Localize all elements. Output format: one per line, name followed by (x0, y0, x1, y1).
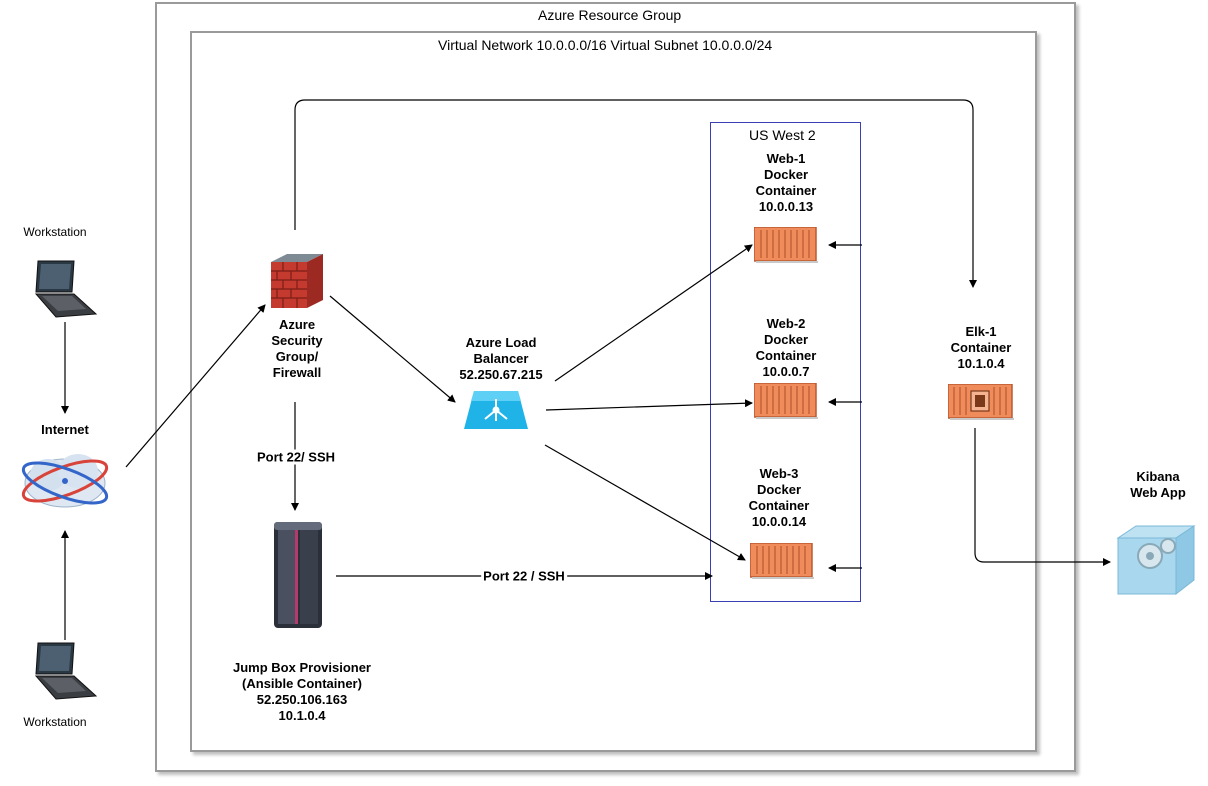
edge-internet-to-firewall (125, 304, 266, 468)
jumpbox-label: Jump Box Provisioner(Ansible Container) … (233, 660, 371, 723)
workstation-top-label: Workstation (23, 225, 87, 239)
edge-firewall-to-lb (329, 295, 456, 403)
internet-label: Internet (41, 422, 89, 437)
container-icon (749, 542, 814, 579)
laptop-icon (30, 259, 100, 321)
vnet-title: Virtual Network 10.0.0.0/16 Virtual Subn… (438, 37, 773, 53)
edge-lb-to-web2 (545, 399, 753, 411)
load-balancer-icon (464, 391, 528, 429)
chip-container-icon (947, 383, 1014, 420)
edge-firewall-to-elk (294, 99, 977, 288)
container-icon (753, 226, 818, 263)
edge-label-jumpbox-web3: Port 22 / SSH (481, 568, 567, 584)
firewall-icon (271, 254, 323, 308)
resource-group-boundary (155, 2, 1076, 772)
server-icon (270, 520, 326, 630)
region-title: US West 2 (749, 127, 816, 143)
edge-lb-to-web1 (554, 244, 753, 382)
edge-elk-to-kibana (974, 428, 1111, 566)
edge-lb-to-web3 (544, 444, 746, 561)
region-boundary (710, 122, 861, 602)
edge-label-firewall-jumpbox: Port 22/ SSH (254, 449, 338, 465)
laptop-icon (30, 641, 100, 703)
workstation-bottom-label: Workstation (23, 715, 87, 729)
cloud-network-icon (18, 443, 113, 520)
container-icon (753, 382, 818, 419)
resource-group-title: Azure Resource Group (538, 7, 682, 23)
web-app-box-icon (1114, 522, 1198, 598)
